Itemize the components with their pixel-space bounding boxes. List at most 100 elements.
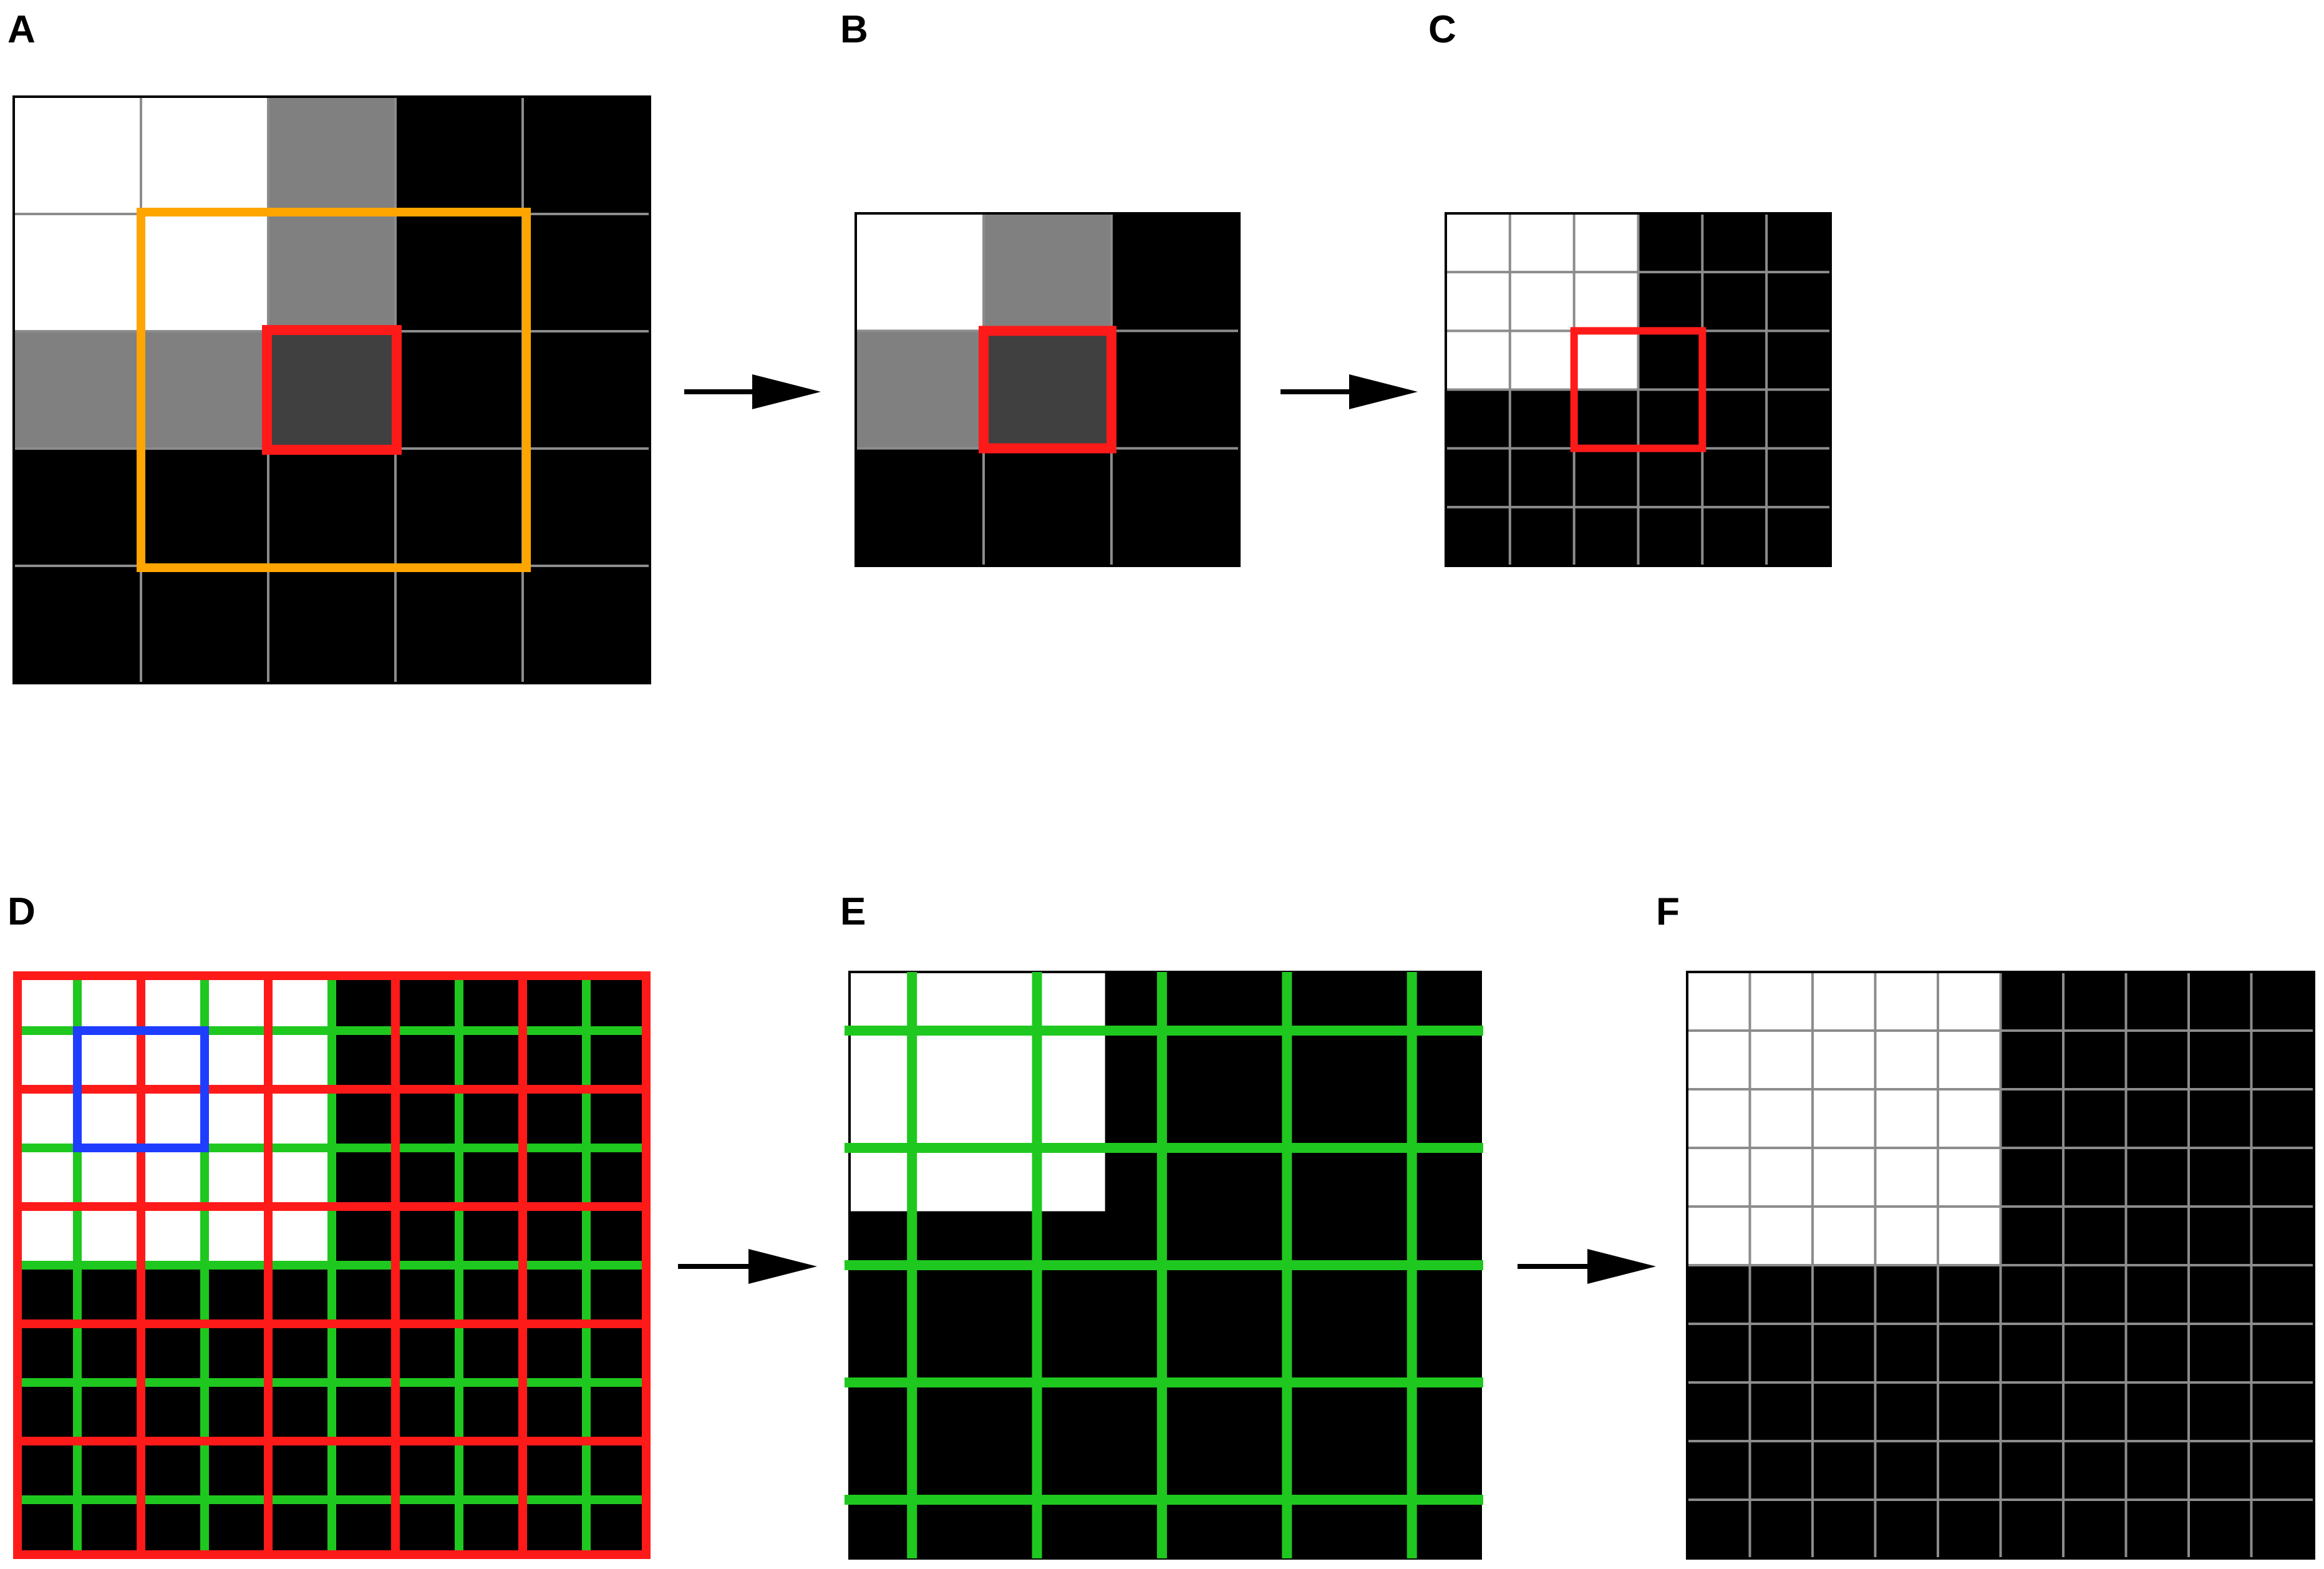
panel-f-cell <box>1938 1089 2001 1149</box>
panel-f-cell <box>2251 1148 2315 1207</box>
panel-c-cell <box>1574 507 1639 566</box>
panel-f-cell <box>2126 1031 2189 1090</box>
panel-f-cell <box>2251 1441 2315 1500</box>
panel-f-cell <box>1687 1089 1750 1149</box>
panel-d-cell <box>141 1089 205 1149</box>
panel-f-cell <box>1750 1207 1813 1266</box>
panel-d-cell <box>332 1265 396 1324</box>
panel-d-cell <box>523 1441 587 1500</box>
panel-d-cell <box>77 1382 142 1442</box>
panel-d-cell <box>268 1031 332 1090</box>
panel-d-cell <box>395 1089 460 1149</box>
panel-d-cell <box>459 1441 523 1500</box>
panel-f-cell <box>1938 1382 2001 1442</box>
panel-b-red-highlight <box>979 326 1116 454</box>
panel-f-cell <box>2000 1441 2064 1500</box>
panel-d-cell <box>268 1500 332 1559</box>
panel-f-cell <box>2251 1500 2315 1559</box>
panel-c-cell <box>1509 389 1575 449</box>
panel-f-cell <box>1687 1031 1750 1090</box>
panel-f-cell <box>1938 1441 2001 1500</box>
panel-c-cell <box>1446 331 1511 390</box>
panel-d-cell <box>77 1265 142 1324</box>
panel-f-cell <box>2126 1207 2189 1266</box>
panel-f-cell <box>2063 1089 2126 1149</box>
panel-a-cell <box>523 449 651 566</box>
panel-e-grid <box>845 971 1483 1560</box>
panel-d-cell <box>141 1441 205 1500</box>
panel-c-cell <box>1766 272 1831 331</box>
panel-a-cell <box>141 331 269 449</box>
panel-f-cell <box>2189 1265 2252 1324</box>
panel-d-cell <box>459 1324 523 1383</box>
panel-d-cell <box>395 1441 460 1500</box>
panel-f-cell <box>2189 1031 2252 1090</box>
panel-label-a: A <box>7 8 36 51</box>
panel-f-cell <box>2189 1382 2252 1442</box>
panel-c-cell <box>1702 507 1767 566</box>
arrow-a-to-b <box>684 374 821 409</box>
panel-d-cell <box>268 1207 332 1266</box>
panel-f-cell <box>2063 1324 2126 1383</box>
panel-a-cell <box>268 331 396 449</box>
panel-b-cell <box>856 448 984 566</box>
panel-d-cell <box>523 1148 587 1207</box>
panel-f-cell <box>2189 1441 2252 1500</box>
panel-a-cell <box>141 214 269 332</box>
panel-d-cell <box>205 1382 269 1442</box>
panel-c-cell <box>1638 331 1703 390</box>
panel-f-grid <box>1686 971 2315 1560</box>
panel-f-cell <box>2251 1207 2315 1266</box>
panel-c-cell <box>1574 448 1639 508</box>
panel-d-cell <box>586 1500 651 1559</box>
panel-c-cell <box>1702 389 1767 449</box>
panel-d-cell <box>586 972 651 1031</box>
panel-d-cell <box>205 1500 269 1559</box>
panel-c-cell <box>1574 389 1639 449</box>
panel-d-cell <box>586 1441 651 1500</box>
panel-d-cell <box>459 1148 523 1207</box>
panel-f-cell <box>2189 1207 2252 1266</box>
panel-d-cell <box>395 1324 460 1383</box>
panel-f-cell <box>2063 1265 2126 1324</box>
panel-f-cell <box>2126 1148 2189 1207</box>
panel-d-cell <box>205 1207 269 1266</box>
panel-f-cell <box>1938 1324 2001 1383</box>
panel-a-cell <box>14 97 142 215</box>
panel-b-cell <box>856 213 984 331</box>
panel-f-cell <box>2000 1500 2064 1559</box>
panel-f-cell <box>2000 1148 2064 1207</box>
panel-d-cell <box>268 1382 332 1442</box>
panel-d-cell <box>14 1324 78 1383</box>
panel-f-cell <box>2251 1089 2315 1149</box>
panel-d-cell <box>141 1500 205 1559</box>
panel-d-cell <box>586 1089 651 1149</box>
panel-label-c: C <box>1428 8 1456 51</box>
panel-c-cell <box>1638 448 1703 508</box>
panel-f-cell <box>1875 1148 1939 1207</box>
panel-a-red-highlight <box>262 325 402 455</box>
panel-f-cell <box>2063 1031 2126 1090</box>
panel-b-cell <box>1111 448 1240 566</box>
panel-f-cell <box>2189 1148 2252 1207</box>
panel-d-cell <box>268 1441 332 1500</box>
panel-f-cell <box>1813 1265 1876 1324</box>
panel-f-cell <box>1875 972 1939 1031</box>
panel-c-cell <box>1574 272 1639 331</box>
panel-a-cell <box>14 449 142 566</box>
panel-c-cell <box>1446 213 1511 273</box>
panel-c-cell <box>1638 389 1703 449</box>
panel-f-cell <box>2251 972 2315 1031</box>
panel-label-e: E <box>840 890 866 933</box>
panel-d-cell <box>77 1148 142 1207</box>
panel-f-cell <box>2000 1031 2064 1090</box>
panel-f-cell <box>1813 972 1876 1031</box>
panel-f-cell <box>1813 1324 1876 1383</box>
panel-a-orange-window <box>137 208 531 572</box>
panel-d-cell <box>523 1089 587 1149</box>
panel-f-cell <box>1875 1500 1939 1559</box>
panel-a-cell <box>14 566 142 684</box>
panel-d-cell <box>205 1031 269 1090</box>
panel-f-cell <box>2063 972 2126 1031</box>
panel-b-cell <box>984 331 1112 449</box>
